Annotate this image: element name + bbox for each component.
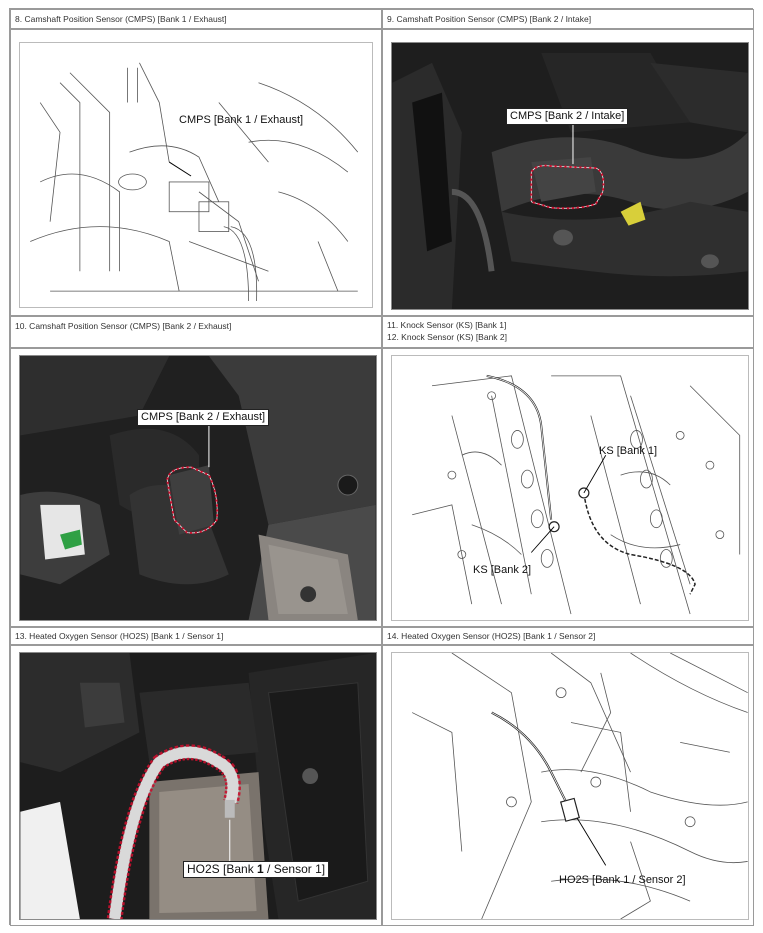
engine-photo-10 [20,356,376,620]
label-ks-bank2: KS [Bank 2] [473,564,532,576]
heading-13: 13. Heated Oxygen Sensor (HO2S) [Bank 1 … [15,631,224,641]
heading-cell-13: 13. Heated Oxygen Sensor (HO2S) [Bank 1 … [10,627,382,645]
image-cell-10: CMPS [Bank 2 / Exhaust] [10,348,382,627]
line-drawing-engine-8 [30,62,359,302]
label-ho2s-part-c: / Sensor 1] [263,862,326,876]
image-cell-14: HO2S [Bank 1 / Sensor 2] [382,645,754,926]
image-cell-8: CMPS [Bank 1 / Exhaust] [10,29,382,316]
heading-cell-9: 9. Camshaft Position Sensor (CMPS) [Bank… [382,9,754,29]
photo-cmps-bank2-intake [391,42,749,310]
line-drawing-engine-14 [412,653,748,919]
heading-14: 14. Heated Oxygen Sensor (HO2S) [Bank 1 … [387,631,596,641]
drawing-ho2s-bank1-sensor2 [391,652,749,920]
engine-photo-9 [392,43,748,309]
image-cell-11-12: KS [Bank 1] KS [Bank 2] [382,348,754,627]
sensor-location-table: 8. Camshaft Position Sensor (CMPS) [Bank… [9,8,754,926]
label-ho2s-part-a: HO2S [Bank [187,862,258,876]
label-ho2s-bank1-sensor1: HO2S [Bank 1 / Sensor 1] [183,861,330,878]
heading-8: 8. Camshaft Position Sensor (CMPS) [Bank… [15,14,227,24]
heading-10: 10. Camshaft Position Sensor (CMPS) [Ban… [15,321,232,331]
heading-cell-11-12: 11. Knock Sensor (KS) [Bank 1] 12. Knock… [382,316,754,348]
engine-photo-13 [20,653,376,919]
image-cell-9: CMPS [Bank 2 / Intake] [382,29,754,316]
heading-cell-14: 14. Heated Oxygen Sensor (HO2S) [Bank 1 … [382,627,754,645]
heading-12: 12. Knock Sensor (KS) [Bank 2] [387,332,508,342]
image-cell-13: HO2S [Bank 1 / Sensor 1] [10,645,382,926]
line-drawing-engine-11 [412,374,741,615]
label-ho2s-part-b: 1 [257,862,264,876]
label-cmps-bank2-exhaust: CMPS [Bank 2 / Exhaust] [137,409,270,426]
heading-cell-8: 8. Camshaft Position Sensor (CMPS) [Bank… [10,9,382,29]
drawing-cmps-bank1-exhaust [19,42,373,308]
photo-cmps-bank2-exhaust [19,355,377,621]
heading-9: 9. Camshaft Position Sensor (CMPS) [Bank… [387,14,592,24]
photo-ho2s-bank1-sensor1 [19,652,377,920]
label-ks-bank1: KS [Bank 1] [599,445,658,457]
drawing-knock-sensors [391,355,749,621]
heading-cell-10: 10. Camshaft Position Sensor (CMPS) [Ban… [10,316,382,348]
label-cmps-bank2-intake: CMPS [Bank 2 / Intake] [506,108,629,125]
label-cmps-bank1-exhaust: CMPS [Bank 1 / Exhaust] [179,114,304,126]
heading-11: 11. Knock Sensor (KS) [Bank 1] [387,320,507,330]
label-ho2s-bank1-sensor2: HO2S [Bank 1 / Sensor 2] [559,874,686,886]
